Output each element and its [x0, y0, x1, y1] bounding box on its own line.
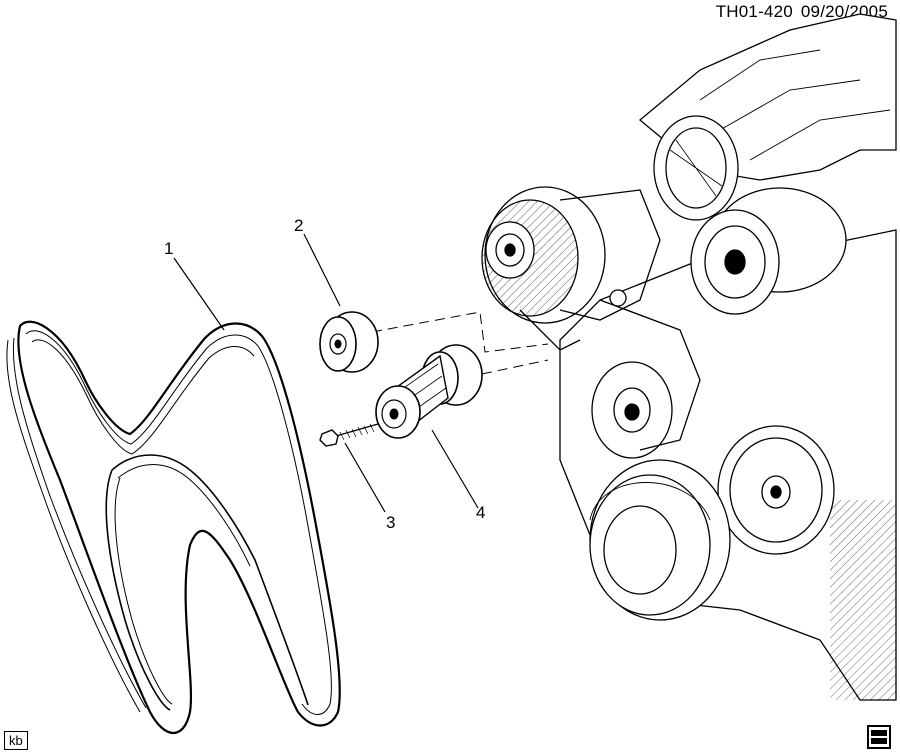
drive-belt — [6, 320, 341, 734]
alignment-lines — [371, 311, 549, 375]
idler-pulley — [319, 311, 379, 373]
callout-4: 4 — [476, 503, 486, 522]
mounting-bolt — [319, 423, 379, 447]
engine-assembly — [481, 13, 897, 701]
leader-lines — [173, 233, 479, 513]
callout-3: 3 — [386, 513, 396, 532]
diagram-code: TH01-420 — [715, 2, 793, 21]
callout-2: 2 — [294, 216, 304, 235]
gm-spo-logo-icon — [867, 725, 891, 749]
artist-initials: kb — [4, 731, 28, 750]
callout-1: 1 — [164, 239, 174, 258]
belt-tensioner — [375, 344, 483, 439]
